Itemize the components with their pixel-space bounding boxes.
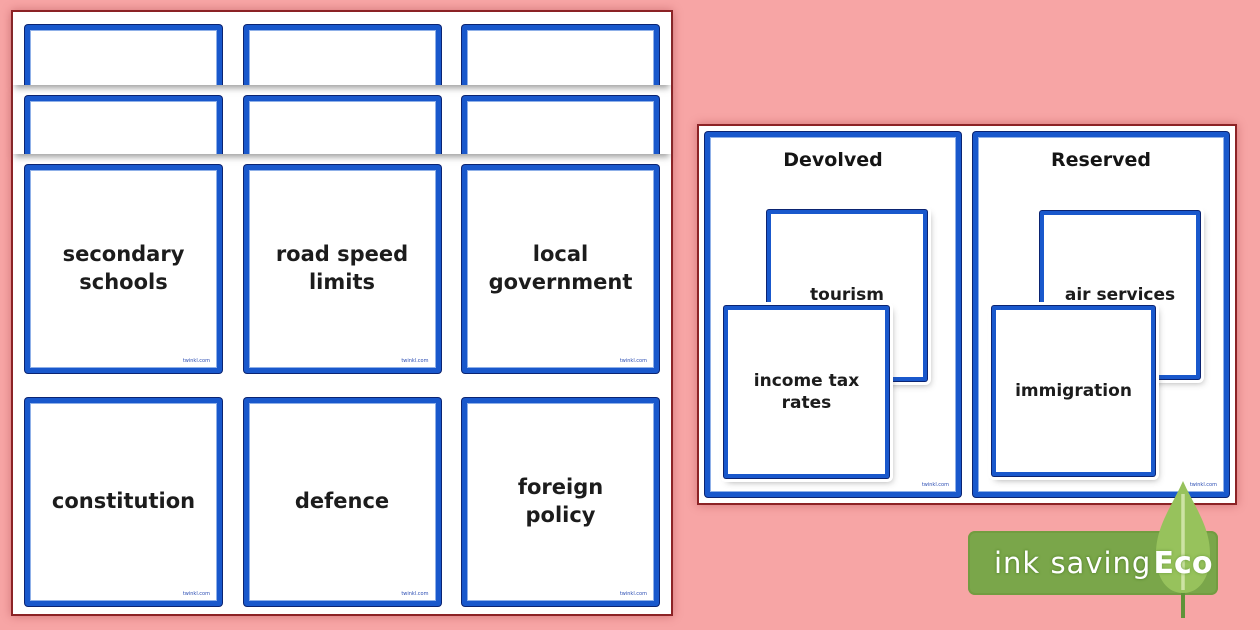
sorted-card-income-tax-rates: income tax rates xyxy=(724,306,889,478)
eco-leaf-icon xyxy=(1156,481,1210,618)
blank-flashcard xyxy=(25,25,222,85)
watermark: twinkl.com xyxy=(619,358,647,364)
flashcard-defence: defence twinkl.com xyxy=(243,398,441,606)
flashcard-label: local government xyxy=(488,242,633,294)
category-title: Reserved xyxy=(1051,149,1151,171)
blank-flashcard-page-2 xyxy=(13,85,671,154)
blank-flashcard-page-1 xyxy=(13,12,671,85)
blank-flashcard xyxy=(462,96,659,154)
sorting-page: Devolved tourism income tax rates twinkl… xyxy=(697,124,1237,505)
flashcard-label: secondary schools xyxy=(62,242,185,294)
flashcard-label: road speed limits xyxy=(275,242,409,294)
category-card-devolved: Devolved tourism income tax rates twinkl… xyxy=(705,132,961,497)
watermark: twinkl.com xyxy=(182,358,210,364)
ink-saving-label: ink saving xyxy=(994,546,1152,580)
flashcard-label: constitution xyxy=(51,489,196,514)
watermark: twinkl.com xyxy=(619,591,647,597)
sorted-card-label: air services xyxy=(1064,284,1176,305)
sorted-card-label: tourism xyxy=(810,285,884,306)
blank-flashcard xyxy=(243,25,441,85)
eco-label: Eco xyxy=(1153,545,1213,581)
blank-flashcard xyxy=(462,25,659,85)
blank-flashcard xyxy=(25,96,222,154)
watermark: twinkl.com xyxy=(182,591,210,597)
sorted-card-label: immigration xyxy=(1015,380,1132,401)
flashcard-row-2: constitution twinkl.com defence twinkl.c… xyxy=(25,398,659,606)
sorted-card-label: income tax rates xyxy=(753,370,860,413)
flashcard-label: foreign policy xyxy=(517,475,604,527)
flashcard-row-1: secondary schools twinkl.com road speed … xyxy=(25,165,659,373)
watermark: twinkl.com xyxy=(401,591,429,597)
flashcard-constitution: constitution twinkl.com xyxy=(25,398,222,606)
category-title: Devolved xyxy=(783,149,883,171)
flashcard-road-speed-limits: road speed limits twinkl.com xyxy=(243,165,441,373)
sorted-card-immigration: immigration xyxy=(992,306,1155,476)
watermark: twinkl.com xyxy=(401,358,429,364)
flashcard-label: defence xyxy=(294,489,390,514)
flashcard-local-government: local government twinkl.com xyxy=(462,165,659,373)
watermark: twinkl.com xyxy=(1189,482,1217,488)
flashcard-foreign-policy: foreign policy twinkl.com xyxy=(462,398,659,606)
category-card-reserved: Reserved air services immigration twinkl… xyxy=(973,132,1229,497)
flashcard-page-3: secondary schools twinkl.com road speed … xyxy=(13,154,671,614)
flashcard-page-stack: secondary schools twinkl.com road speed … xyxy=(11,10,673,616)
flashcard-secondary-schools: secondary schools twinkl.com xyxy=(25,165,222,373)
blank-flashcard xyxy=(243,96,441,154)
watermark: twinkl.com xyxy=(921,482,949,488)
